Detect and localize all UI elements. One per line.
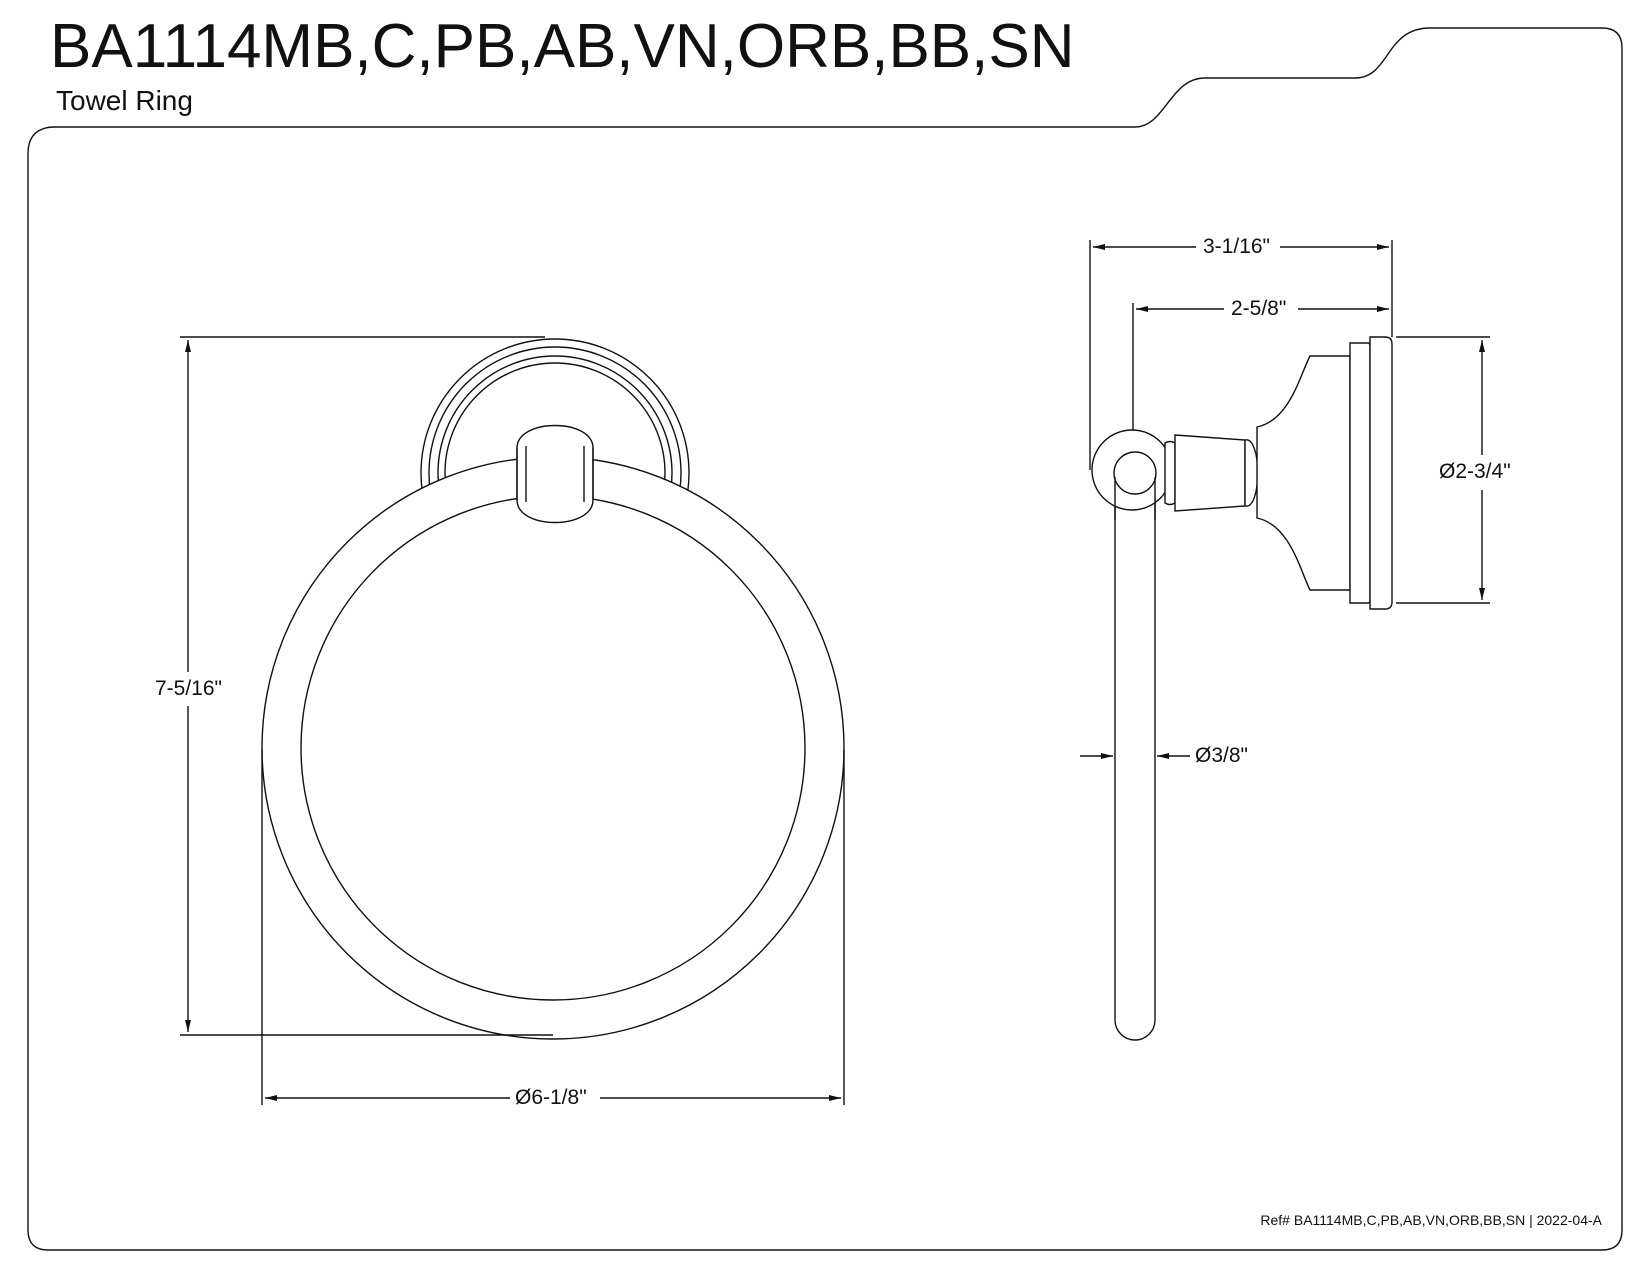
sheet-frame: [28, 28, 1622, 1250]
dim-label-flange-diameter: Ø2-3/4": [1436, 460, 1514, 484]
post-ring: [1245, 440, 1258, 506]
ring-rod: [1115, 477, 1155, 1040]
dim-label-height: 7-5/16": [152, 677, 225, 701]
flange-profile: [1257, 356, 1350, 590]
post-collar: [1165, 442, 1175, 505]
dim-label-rod-diameter: Ø3/8": [1192, 744, 1251, 768]
knob-collar: [517, 426, 593, 523]
dim-label-post-projection: 2-5/8": [1228, 297, 1290, 321]
page-title: BA1114MB,C,PB,AB,VN,ORB,BB,SN: [50, 12, 1075, 81]
pivot-inner: [1114, 452, 1156, 494]
flange-step: [1350, 343, 1370, 603]
rod-top-cover: [1115, 477, 1155, 520]
post-taper: [1175, 435, 1245, 511]
page-subtitle: Towel Ring: [56, 85, 193, 116]
dim-label-total-projection: 3-1/16": [1200, 235, 1273, 259]
reference-code: Ref# BA1114MB,C,PB,AB,VN,ORB,BB,SN | 202…: [1260, 1212, 1602, 1228]
front-view: [180, 337, 844, 1105]
ring-inner: [301, 496, 805, 1000]
flange-back: [1370, 337, 1392, 609]
dim-label-ring-diameter: Ø6-1/8": [512, 1086, 590, 1110]
side-view: [1080, 240, 1490, 1040]
